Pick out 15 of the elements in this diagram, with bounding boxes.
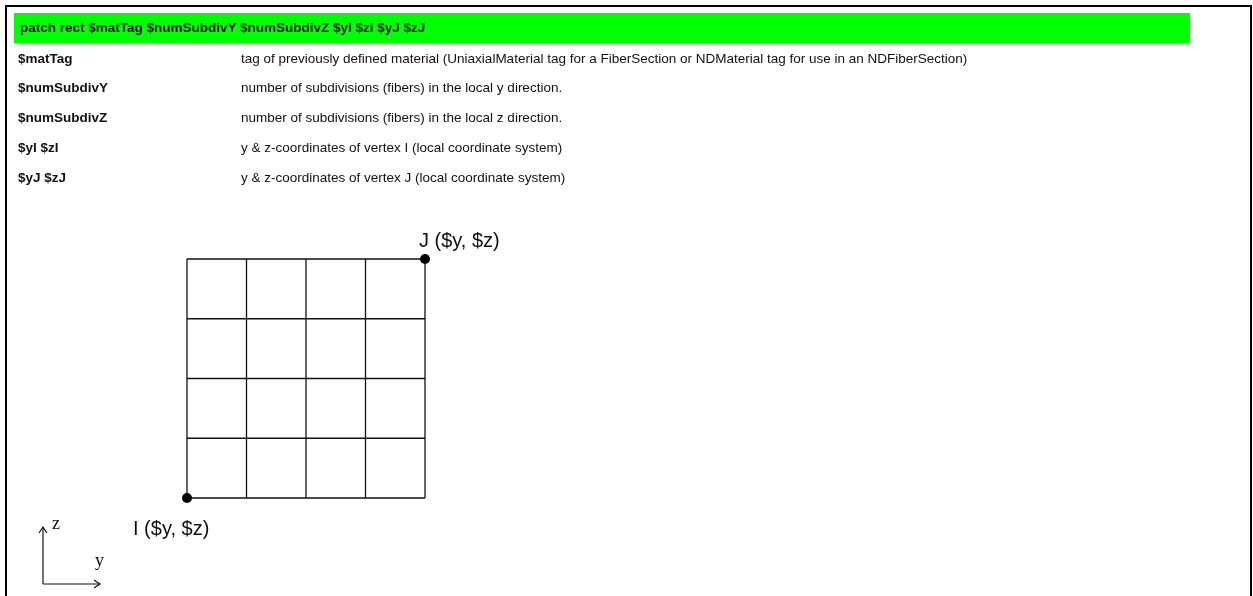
command-header: patch rect $matTag $numSubdivY $numSubdivZ $yI $zI $yJ $zJ (14, 13, 1190, 43)
parameter-description: y & z-coordinates of vertex I (local coordinate system) (241, 139, 563, 157)
parameter-description: y & z-coordinates of vertex J (local coordinate system) (241, 169, 566, 187)
parameter-description: tag of previously defined material (UniaxialMaterial tag for a FiberSection or NDMaterial tag for use in an NDFiberSection) (241, 50, 968, 68)
vertex-label: J ($y, $z) (419, 228, 500, 252)
parameter-name: $yI $zI (18, 139, 59, 157)
parameter-description: number of subdivisions (fibers) in the local y direction. (241, 79, 563, 97)
parameter-name: $numSubdivY (18, 79, 108, 97)
axis-label: y (95, 550, 104, 572)
parameter-name: $yJ $zJ (18, 169, 67, 187)
parameter-name: $matTag (18, 50, 73, 68)
axis-label: z (52, 513, 60, 535)
parameter-name: $numSubdivZ (18, 109, 108, 127)
parameter-description: number of subdivisions (fibers) in the local z direction. (241, 109, 563, 127)
vertex-label: I ($y, $z) (133, 516, 210, 540)
